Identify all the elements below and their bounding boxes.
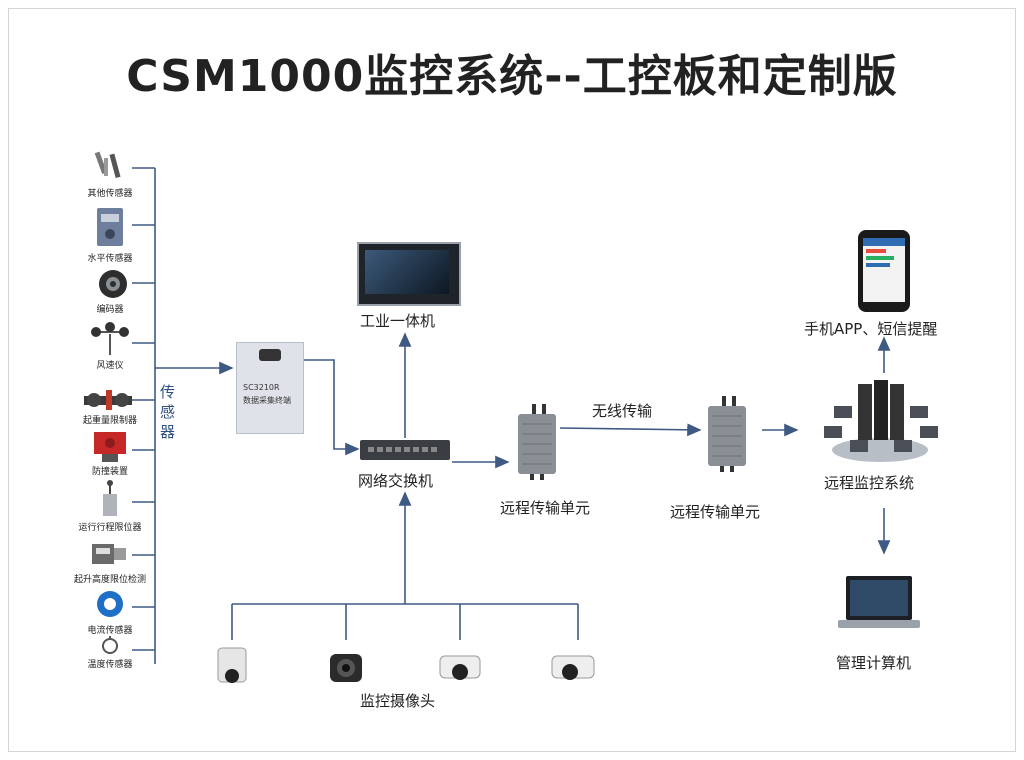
switch-label: 网络交换机: [358, 472, 434, 490]
remote-monitor-icon: [816, 376, 944, 466]
arrow-collector-to-switch: [304, 359, 360, 456]
sensor-label-level: 水平传感器: [87, 254, 133, 264]
remote-unit-2-label: 远程传输单元: [670, 503, 761, 521]
laptop-icon: [836, 574, 922, 632]
collector-logo-icon: [259, 349, 281, 361]
page-title: CSM1000监控系统--工控板和定制版: [126, 51, 898, 102]
sensor-label-encoder: 编码器: [96, 305, 124, 315]
remote-monitor-label: 远程监控系统: [824, 474, 915, 492]
sensor-label-anti-collision: 防撞装置: [91, 467, 128, 477]
remote-unit-2-icon: [704, 396, 750, 472]
camera-3-icon: [436, 650, 484, 686]
camera-2-icon: [326, 648, 366, 688]
probe-sensor-icon: [88, 150, 132, 184]
mobile-app-label: 手机APP、短信提醒: [804, 320, 938, 338]
collector-name: 数据采集终端: [243, 396, 291, 405]
sensor-group-label: 传感器: [160, 383, 176, 441]
camera-1-icon: [214, 644, 250, 692]
network-switch-icon: [360, 440, 450, 460]
anti-collision-icon: [92, 430, 128, 462]
wireless-label: 无线传输: [592, 402, 653, 420]
sensor-label-temperature: 温度传感器: [87, 660, 133, 670]
anemometer-icon: [90, 322, 130, 356]
diagram-frame: [8, 8, 1016, 752]
level-sensor-icon: [94, 206, 126, 250]
cameras-label: 监控摄像头: [360, 692, 436, 710]
arrow-wireless: [559, 423, 702, 437]
camera-4-icon: [548, 650, 598, 686]
management-pc-label: 管理计算机: [836, 654, 912, 672]
load-limiter-icon: [82, 388, 134, 412]
encoder-icon: [96, 268, 130, 300]
temperature-sensor-icon: [98, 636, 122, 656]
industrial-pc-icon: [357, 242, 461, 306]
sensor-label-current: 电流传感器: [87, 626, 133, 636]
current-sensor-icon: [94, 588, 126, 620]
remote-unit-1-icon: [514, 404, 560, 480]
sensor-label-anemometer: 风速仪: [96, 361, 124, 371]
sensor-label-travel-limit: 运行行程限位器: [78, 523, 142, 533]
sensor-label-load-limiter: 起重量限制器: [82, 416, 137, 426]
travel-limit-switch-icon: [98, 480, 122, 518]
hoist-height-limit-icon: [90, 540, 128, 568]
sensor-label-other: 其他传感器: [87, 189, 133, 199]
sensor-label-hoist-height: 起升高度限位检测: [73, 575, 146, 585]
industrial-pc-label: 工业一体机: [360, 312, 436, 330]
collector-model: SC3210R: [243, 383, 280, 392]
remote-unit-1-label: 远程传输单元: [500, 499, 591, 517]
mobile-phone-icon: [858, 230, 910, 312]
data-collector-terminal: SC3210R 数据采集终端: [236, 342, 304, 434]
